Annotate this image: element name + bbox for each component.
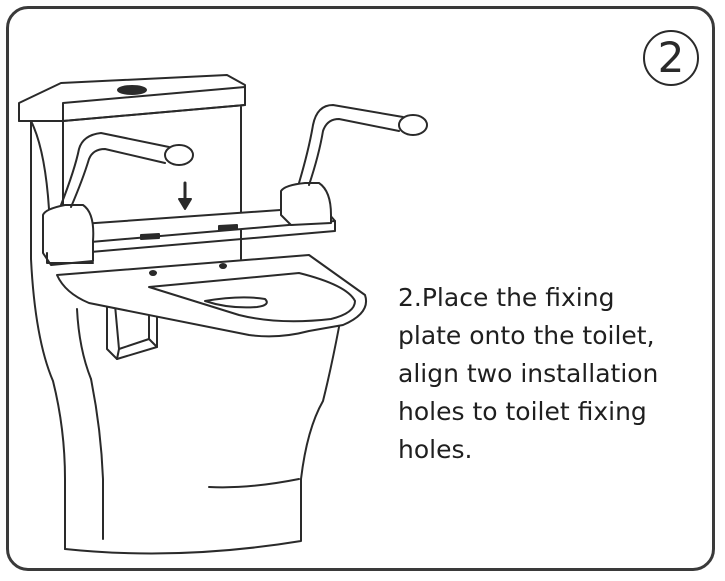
instruction-panel: 2 2.Place the fixing plate onto the toil… bbox=[6, 6, 715, 571]
left-support-arm bbox=[42, 132, 194, 266]
step-number: 2 bbox=[657, 33, 685, 82]
toilet-bowl bbox=[30, 258, 340, 555]
seat-rim bbox=[56, 254, 367, 338]
tank-body bbox=[30, 106, 242, 260]
instruction-text: 2.Place the fixing plate onto the toilet… bbox=[398, 283, 659, 464]
down-arrow-icon bbox=[178, 181, 192, 210]
right-support-arm bbox=[280, 104, 428, 226]
toilet-illustration bbox=[18, 74, 428, 555]
step-number-badge: 2 bbox=[643, 30, 699, 86]
tank-lid bbox=[18, 74, 246, 122]
